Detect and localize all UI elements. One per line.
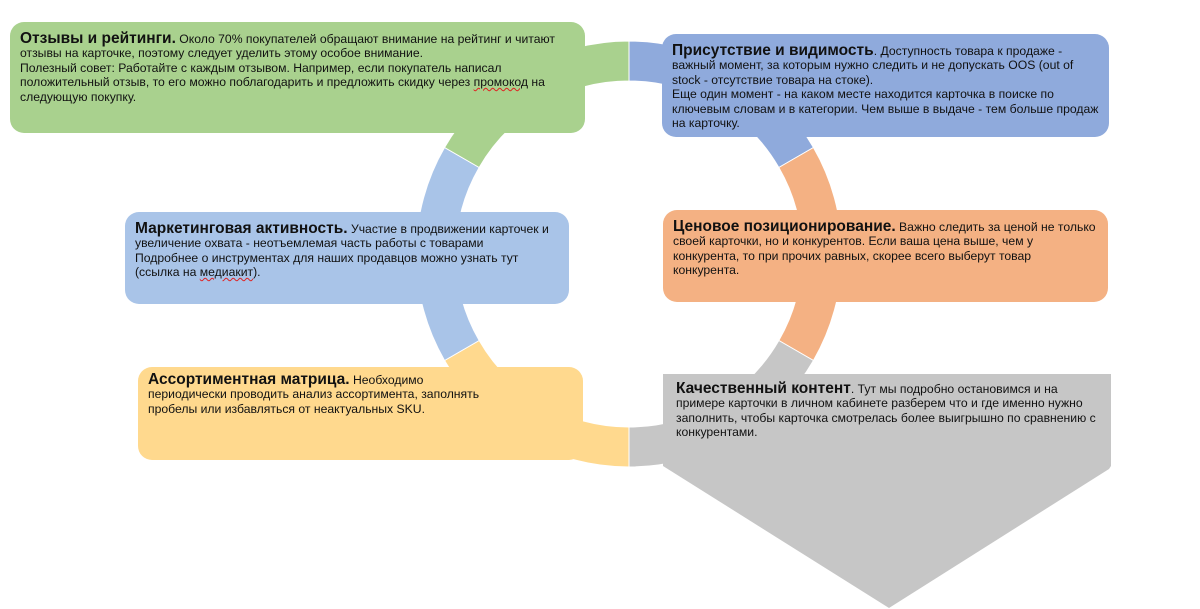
card-assortment: Ассортиментная матрица. Необходимо перио…	[138, 367, 583, 460]
marketing-text-end: ).	[253, 265, 261, 280]
marketing-title: Маркетинговая активность.	[135, 220, 348, 237]
pricing-text: Важно следить за ценой не только своей к…	[673, 220, 1099, 278]
presence-title: Присутствие и видимость	[672, 42, 874, 59]
marketing-spell-word: медиакит	[199, 265, 254, 280]
content-arrow-shape	[663, 374, 1111, 608]
card-content: Качественный контент. Тут мы подробно ос…	[676, 380, 1106, 440]
reviews-title: Отзывы и рейтинги.	[20, 30, 176, 47]
card-pricing: Ценовое позиционирование. Важно следить …	[663, 210, 1108, 302]
content-title: Качественный контент	[676, 380, 851, 397]
presence-text: . Доступность товара к продаже - важный …	[672, 44, 1099, 131]
card-marketing: Маркетинговая активность. Участие в прод…	[125, 212, 569, 304]
reviews-text-end: на следующую покупку.	[20, 75, 545, 104]
content-text: . Тут мы подробно остановимся и на приме…	[676, 382, 1096, 440]
card-presence: Присутствие и видимость. Доступность тов…	[662, 34, 1109, 137]
reviews-text: Около 70% покупателей обращают внимание …	[20, 32, 555, 90]
assortment-text: Необходимо периодически проводить анализ…	[148, 373, 480, 416]
card-reviews: Отзывы и рейтинги. Около 70% покупателей…	[10, 22, 585, 133]
reviews-spell-word: промокод	[473, 75, 529, 90]
pricing-title: Ценовое позиционирование.	[673, 218, 896, 235]
marketing-text: Участие в продвижении карточек и увеличе…	[135, 222, 549, 280]
assortment-title: Ассортиментная матрица.	[148, 371, 350, 388]
